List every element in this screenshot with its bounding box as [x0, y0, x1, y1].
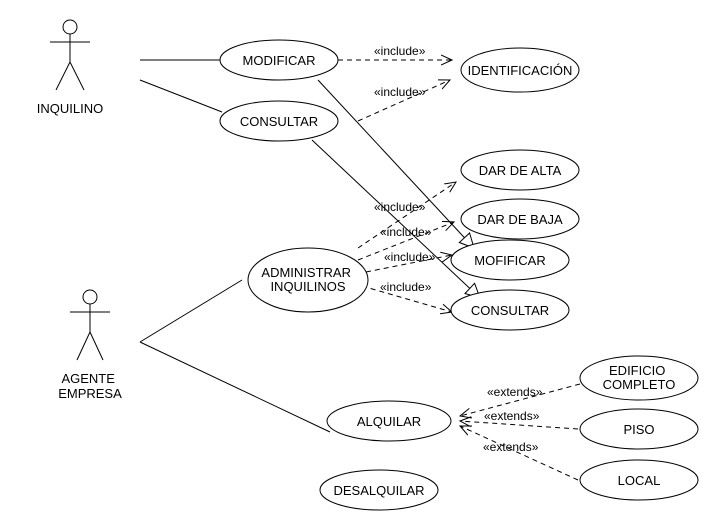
- actor-agente-empresa: AGENTE EMPRESA: [58, 289, 122, 401]
- svg-text:PISO: PISO: [623, 422, 654, 437]
- association-agente-alquilar: [139, 341, 331, 433]
- include-administrar-consultar: [361, 285, 452, 312]
- extends-piso-alquilar: [460, 421, 579, 430]
- stick-figure-icon: [50, 19, 90, 91]
- use-case-local: LOCAL: [579, 459, 699, 501]
- extends-local-alquilar: [460, 426, 579, 481]
- svg-text:MODIFICAR: MODIFICAR: [243, 53, 316, 68]
- use-case-modificar: MODIFICAR: [219, 39, 339, 81]
- use-cases: MODIFICAR CONSULTAR IDENTIFICACIÓN DAR D…: [219, 39, 699, 511]
- svg-text:CONSULTAR: CONSULTAR: [240, 114, 318, 129]
- use-case-consultar-inquilino: CONSULTAR: [219, 100, 339, 142]
- associations: [139, 59, 331, 433]
- svg-text:LOCAL: LOCAL: [618, 473, 661, 488]
- extends-edificio-alquilar: [460, 383, 581, 416]
- use-case-alquilar: ALQUILAR: [326, 400, 452, 442]
- include-label-consultar: «include»: [374, 85, 426, 99]
- extends-label-local: «extends»: [483, 440, 539, 454]
- include-administrar-mofificar: [365, 255, 452, 273]
- use-case-mofificar: MOFIFICAR: [450, 239, 570, 281]
- include-consultar-identificacion: [357, 80, 450, 122]
- actor-inquilino: INQUILINO: [37, 19, 103, 116]
- include-label-dar-de-baja: «include»: [380, 225, 432, 239]
- stick-figure-icon: [70, 289, 110, 361]
- use-case-desalquilar: DESALQUILAR: [319, 469, 439, 511]
- include-dependencies: «include» «include» «include» «include» …: [338, 44, 456, 312]
- svg-text:EDIFICIO COMPLETO: EDIFICIO COMPLETO: [603, 363, 676, 392]
- svg-text:ADMINISTRAR INQUILINOS: ADMINISTRAR INQUILINOS: [261, 265, 354, 294]
- generalization-modificar-mofificar: [317, 79, 474, 248]
- include-administrar-dar-de-alta: [357, 182, 456, 249]
- include-label-mofificar: «include»: [384, 250, 436, 264]
- use-case-dar-de-baja: DAR DE BAJA: [460, 198, 580, 240]
- include-label-modificar: «include»: [374, 44, 426, 58]
- use-case-identificacion: IDENTIFICACIÓN: [460, 47, 580, 93]
- svg-text:ALQUILAR: ALQUILAR: [357, 414, 421, 429]
- svg-text:DAR DE BAJA: DAR DE BAJA: [477, 212, 563, 227]
- extends-label-edificio: «extends»: [487, 385, 543, 399]
- actor-label-inquilino: INQUILINO: [37, 101, 103, 116]
- extend-dependencies: «extends» «extends» «extends»: [460, 383, 581, 481]
- use-case-edificio-completo: EDIFICIO COMPLETO: [579, 355, 699, 401]
- svg-text:MOFIFICAR: MOFIFICAR: [474, 253, 546, 268]
- association-inquilino-consultar: [139, 79, 223, 113]
- use-case-dar-de-alta: DAR DE ALTA: [460, 149, 580, 191]
- use-case-consultar-admin: CONSULTAR: [450, 289, 570, 331]
- generalization-consultar-consultar: [311, 139, 480, 298]
- actor-label-agente-empresa: AGENTE EMPRESA: [58, 371, 122, 401]
- svg-text:DESALQUILAR: DESALQUILAR: [333, 483, 424, 498]
- generalizations: [311, 79, 480, 298]
- use-case-piso: PISO: [579, 408, 699, 450]
- svg-text:CONSULTAR: CONSULTAR: [471, 303, 549, 318]
- extends-label-piso: «extends»: [484, 409, 540, 423]
- association-agente-administrar: [139, 279, 243, 343]
- use-case-administrar-inquilinos: ADMINISTRAR INQUILINOS: [247, 247, 369, 313]
- svg-text:IDENTIFICACIÓN: IDENTIFICACIÓN: [468, 63, 573, 78]
- svg-text:DAR DE ALTA: DAR DE ALTA: [479, 163, 562, 178]
- include-label-dar-de-alta: «include»: [374, 200, 426, 214]
- include-label-consultar-admin: «include»: [380, 280, 432, 294]
